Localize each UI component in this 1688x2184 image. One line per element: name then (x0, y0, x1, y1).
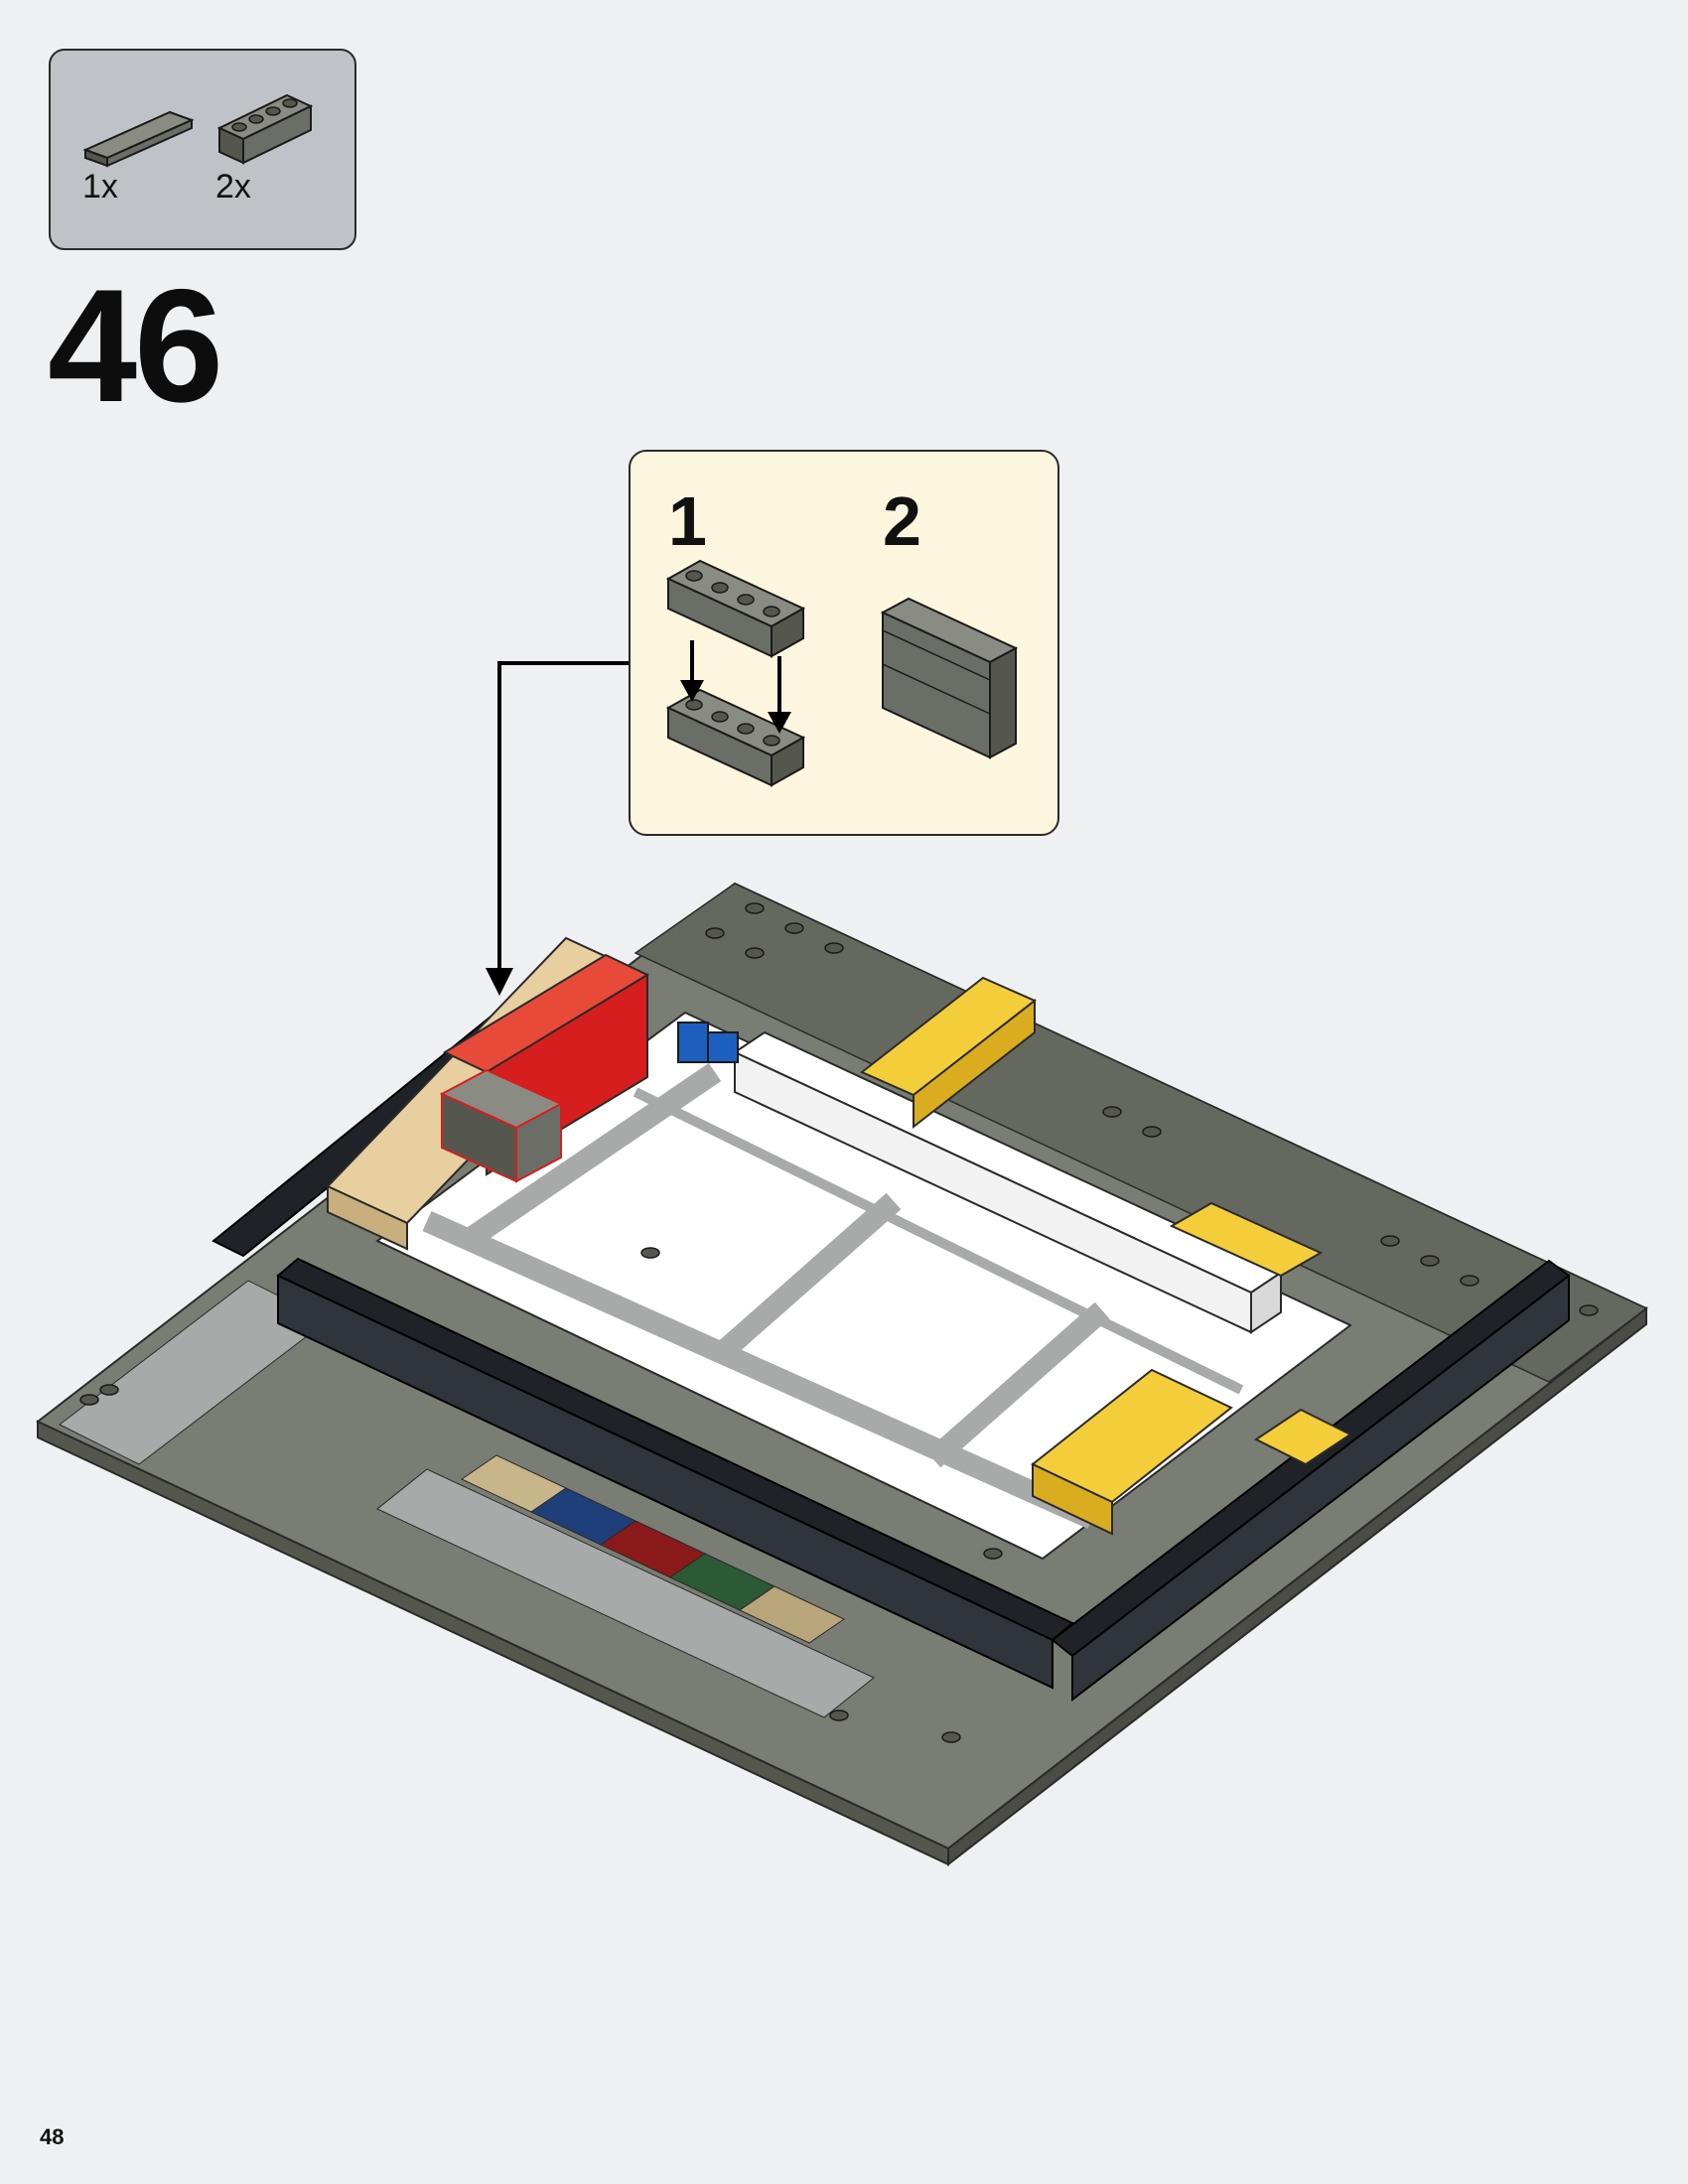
placement-arrow-icon (486, 661, 629, 996)
down-arrow-icon (680, 640, 791, 734)
substep-callout: 1 2 (629, 450, 1059, 836)
parts-list: 1x 2x (49, 49, 356, 250)
tan-wall (326, 936, 647, 1251)
substep-number: 2 (883, 482, 921, 560)
white-counter (732, 1030, 1284, 1334)
colored-tile-strip (460, 1454, 846, 1644)
step-number: 46 (48, 256, 223, 436)
baseplate (36, 882, 1648, 1867)
page-number: 48 (40, 2124, 65, 2149)
substep-illustration (665, 559, 1019, 787)
blue-element (677, 1022, 739, 1063)
dark-gray-brick-icon (665, 559, 806, 658)
parts-illustration (82, 93, 314, 168)
substep-number: 1 (668, 482, 707, 560)
yellow-bricks (860, 976, 1352, 1536)
white-floor (375, 1011, 1352, 1561)
studs (79, 902, 1599, 1743)
black-wall (211, 986, 1571, 1703)
quantity-label: 1x (82, 168, 118, 205)
dark-gray-tile-1x4-icon (82, 110, 195, 168)
dark-gray-brick-1x4-icon (216, 93, 314, 165)
dark-gray-brick-icon (665, 688, 806, 787)
new-dark-gray-bricks (439, 1068, 564, 1183)
stacked-bricks-icon (880, 597, 1019, 759)
quantity-label: 2x (215, 168, 251, 205)
red-bricks (442, 953, 650, 1176)
